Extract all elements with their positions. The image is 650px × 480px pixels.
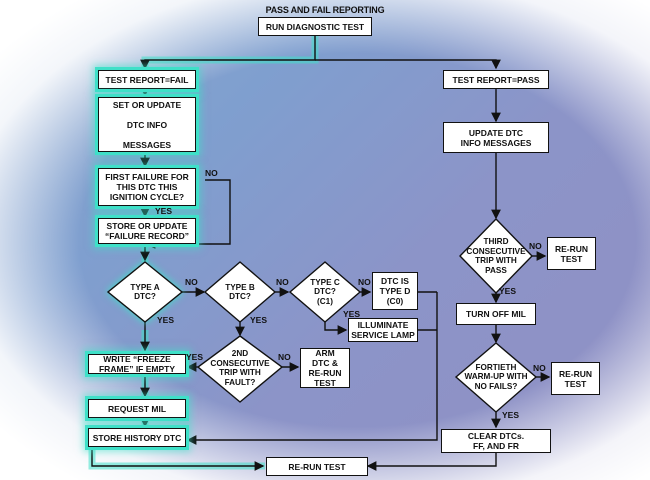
node-third-consecutive-trip: THIRD CONSECUTIVE TRIP WITH PASS <box>466 237 526 275</box>
diamond-second-trip <box>196 335 284 403</box>
connector <box>140 36 316 70</box>
label-no-type-b: NO <box>276 277 289 287</box>
label-no-third-trip: NO <box>529 241 542 251</box>
node-type-c-dtc: TYPE C DTC? (C1) <box>310 277 340 306</box>
label-no-type-a: NO <box>185 277 198 287</box>
diamond-type-c <box>288 261 362 323</box>
label-no-fortieth: NO <box>533 363 546 373</box>
node-first-failure: FIRST FAILURE FOR THIS DTC THIS IGNITION… <box>98 168 196 206</box>
diamond-fortieth <box>454 342 538 413</box>
node-write-freeze-frame: WRITE “FREEZE FRAME” IF EMPTY <box>88 354 186 374</box>
node-type-b-dtc: TYPE B DTC? <box>225 282 255 302</box>
label-no-type-c: NO <box>358 277 371 287</box>
node-rerun-test-third: RE-RUN TEST <box>547 237 596 270</box>
label-yes-first-failure: YES <box>155 206 173 216</box>
node-turn-off-mil: TURN OFF MIL <box>456 303 536 325</box>
label-no-first-failure: NO <box>205 168 218 178</box>
connector <box>366 453 497 471</box>
label-yes-third-trip: YES <box>499 286 517 296</box>
node-arm-dtc-rerun: ARM DTC & RE-RUN TEST <box>300 348 350 388</box>
label-yes-fortieth: YES <box>502 410 520 420</box>
node-store-failure-record: STORE OR UPDATE “FAILURE RECORD” <box>98 218 196 244</box>
connector <box>324 322 348 335</box>
node-rerun-test-fortieth: RE-RUN TEST <box>551 362 600 395</box>
label-yes-second-trip: YES <box>186 352 204 362</box>
node-set-update-dtc-info: SET OR UPDATE DTC INFO MESSAGES <box>98 97 196 152</box>
label-yes-type-a: YES <box>157 315 175 325</box>
node-fortieth-warmup: FORTIETH WARM-UP WITH NO FAILS? <box>464 362 528 391</box>
node-run-diagnostic-test: RUN DIAGNOSTIC TEST <box>258 17 372 36</box>
diamond-type-a <box>106 261 184 323</box>
node-test-report-pass: TEST REPORT=PASS <box>443 70 549 89</box>
node-second-consecutive-trip: 2ND CONSECUTIVE TRIP WITH FAULT? <box>210 349 270 387</box>
node-type-a-dtc: TYPE A DTC? <box>130 282 160 302</box>
diamond-third-trip <box>459 217 533 295</box>
connector <box>145 179 231 249</box>
label-yes-type-c: YES <box>343 309 361 319</box>
diamond-type-b <box>203 261 277 323</box>
label-no-second-trip: NO <box>278 352 291 362</box>
connector <box>315 59 501 70</box>
node-update-dtc-info-messages: UPDATE DTC INFO MESSAGES <box>443 122 549 153</box>
chart-title: PASS AND FAIL REPORTING <box>265 5 385 15</box>
node-request-mil: REQUEST MIL <box>88 399 186 418</box>
node-test-report-fail: TEST REPORT=FAIL <box>98 70 196 89</box>
connector <box>186 292 438 445</box>
node-illuminate-service-lamp: ILLUMINATE SERVICE LAMP <box>348 318 418 342</box>
connector <box>91 447 265 471</box>
label-yes-type-b: YES <box>250 315 268 325</box>
node-store-history-dtc: STORE HISTORY DTC <box>88 428 186 447</box>
node-clear-dtcs: CLEAR DTCs. FF, AND FR <box>441 429 551 453</box>
node-dtc-type-d: DTC IS TYPE D (C0) <box>372 272 418 310</box>
node-rerun-test-bottom: RE-RUN TEST <box>266 457 368 476</box>
